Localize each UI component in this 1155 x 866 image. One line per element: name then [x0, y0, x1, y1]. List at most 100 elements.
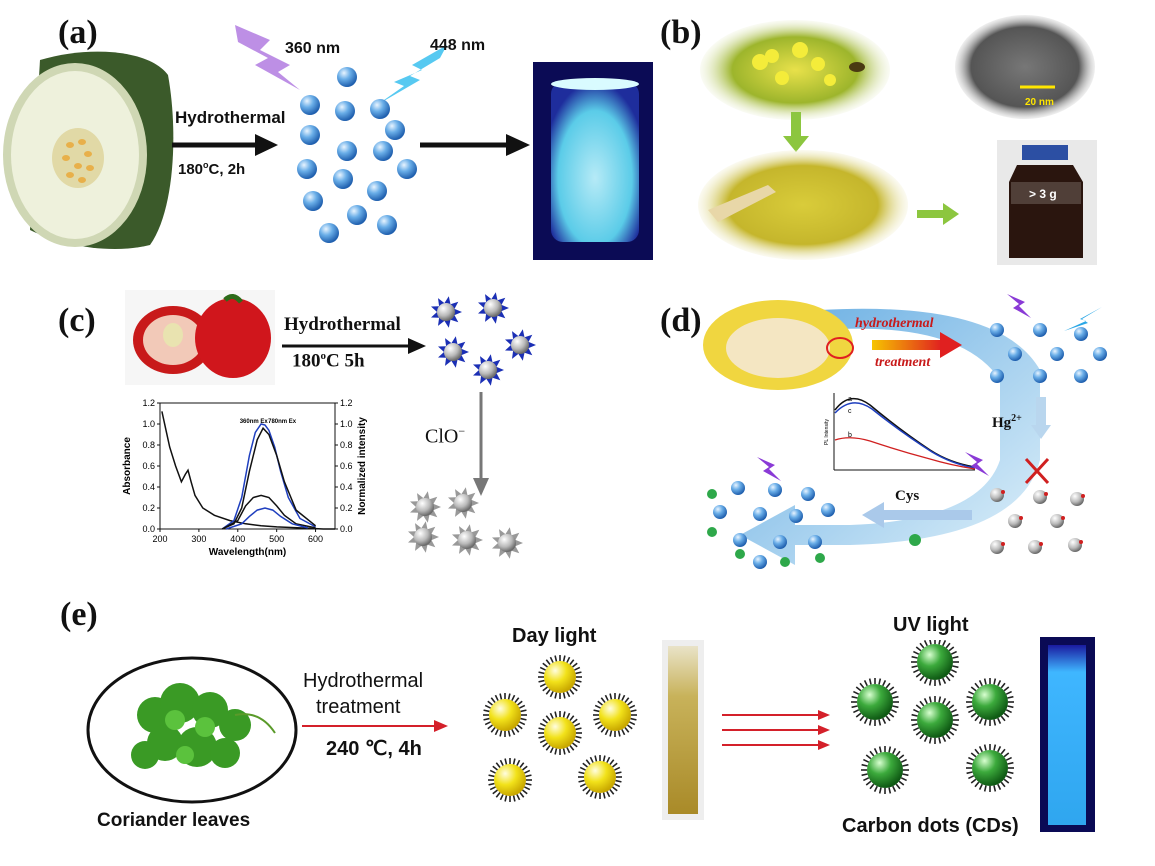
hydrothermal-label-d: hydrothermal [855, 316, 934, 331]
grey-spiky-dot [448, 487, 479, 519]
grey-spiky-dot [410, 491, 441, 523]
hypochlorite-label: ClO− [425, 424, 466, 448]
inset-ylabel: PL Intensity [824, 419, 830, 445]
cycle-arrow-background [703, 300, 1040, 565]
coriander-label: Coriander leaves [97, 810, 251, 831]
inset-curve-b: b [848, 432, 852, 439]
cys-arrow [862, 502, 972, 528]
y-right-tick-label: 0.4 [340, 482, 353, 492]
treatment-label-d: treatment [875, 355, 931, 370]
fluorescent-beaker-image [533, 62, 653, 260]
blue-spiky-dot [505, 329, 536, 361]
yellow-carbon-dot [488, 758, 532, 802]
green-carbon-dot [911, 696, 959, 744]
grey-arrow-down [473, 392, 489, 496]
quenched-dots-d [990, 488, 1085, 554]
carbon-dots-d-top [990, 323, 1107, 383]
absorbance-pl-chart: 200 300 400 500 600 0.0 0.2 0.4 0.6 0.8 1.0 1.2 0.0 0… [122, 398, 368, 558]
blue-spiky-dot [431, 296, 462, 328]
x-tick-label: 500 [269, 534, 284, 544]
inset-curve-c: c [848, 408, 852, 415]
coriander-leaves-image [86, 656, 298, 804]
uv-bolt-d1 [1007, 294, 1031, 318]
uv-light-label: UV light [893, 614, 969, 636]
green-carbon-dot [911, 640, 959, 686]
tem-image: 20 nm [955, 15, 1095, 119]
hydrothermal-arrow-d [872, 332, 962, 358]
carbon-dots-a [297, 67, 417, 243]
series-line-2 [221, 426, 317, 530]
green-carbon-dot [851, 678, 899, 726]
grey-spiky-dot [452, 524, 483, 556]
panel-b-label: (b) [660, 14, 702, 51]
panel-d-label: (d) [660, 302, 702, 339]
annotation-780nm: 780nm Ex [268, 419, 297, 425]
uv-bolt-d3 [757, 457, 781, 481]
quenched-dots-c [408, 487, 523, 559]
process-label-c: Hydrothermal [284, 314, 401, 335]
cuvette-day-image [662, 640, 704, 820]
x-tick-label: 200 [152, 534, 167, 544]
series-line-1 [221, 423, 316, 530]
cuvette-uv-image [1040, 637, 1095, 832]
y-right-tick-label: 1.2 [340, 398, 353, 408]
bee-pollen-image [698, 150, 908, 260]
bottle-label: > 3 g [1029, 187, 1057, 201]
series-line-0 [161, 411, 335, 530]
process-label-a: Hydrothermal [175, 108, 286, 127]
x-tick-label: 400 [230, 534, 245, 544]
reaction-arrow-a1 [172, 134, 278, 156]
tem-scale-bar-label: 20 nm [1025, 97, 1054, 108]
yellow-carbon-dot [538, 711, 582, 755]
y-tick-label: 1.2 [142, 398, 155, 408]
panel-e-label: (e) [60, 596, 98, 633]
reaction-arrow-e [302, 720, 448, 732]
yellow-carbon-dot [538, 655, 582, 699]
green-carbon-dot [861, 746, 909, 794]
reaction-arrow-a2 [420, 134, 530, 156]
inset-curve-a: a [848, 396, 852, 403]
hg-arrow-down [1031, 397, 1051, 439]
y-tick-label: 0.2 [142, 503, 155, 513]
y-tick-label: 0.8 [142, 440, 155, 450]
day-light-label: Day light [512, 625, 597, 647]
y-axis-label: Absorbance [122, 437, 133, 495]
y-right-tick-label: 0.2 [340, 503, 353, 513]
blue-spiky-dot [478, 292, 509, 324]
y-tick-label: 0.4 [142, 482, 155, 492]
reaction-arrow-c [282, 338, 426, 354]
carbon-dots-c [431, 292, 536, 386]
yellow-carbon-dots [483, 655, 637, 802]
cysteine-label: Cys [895, 488, 920, 504]
yellow-carbon-dot [593, 693, 637, 737]
yellow-carbon-dot [483, 693, 527, 737]
y-right-tick-label: 0.6 [340, 461, 353, 471]
blue-spiky-dot [438, 336, 469, 368]
x-tick-label: 300 [191, 534, 206, 544]
emission-icon [377, 45, 447, 105]
red-triple-arrows [722, 710, 830, 750]
panel-c-label: (c) [58, 302, 96, 339]
y-tick-label: 0.0 [142, 524, 155, 534]
uv-excitation-icon [235, 25, 300, 90]
series-line-3 [221, 494, 316, 530]
y-right-tick-label: 0.0 [340, 524, 353, 534]
series-line-4 [225, 507, 308, 530]
x-axis-label: Wavelength(nm) [209, 547, 286, 558]
annotation-360nm: 360nm Ex [240, 419, 269, 425]
carbon-dots-label: Carbon dots (CDs) [842, 815, 1019, 837]
y-tick-label: 1.0 [142, 419, 155, 429]
restored-dots-d [707, 481, 835, 569]
rapeseed-flower-image [700, 20, 890, 120]
uv-wavelength-label: 360 nm [285, 40, 341, 57]
x-tick-label: 600 [308, 534, 323, 544]
y-right-tick-label: 1.0 [340, 419, 353, 429]
condition-label-a: 180oC, 2h [178, 160, 246, 178]
condition-label-c: 180oC 5h [292, 350, 365, 372]
green-arrow-right [917, 203, 959, 225]
process-label-e2: treatment [316, 696, 401, 718]
y-right-tick-label: 0.8 [340, 440, 353, 450]
uv-bolt-d2 [965, 452, 989, 476]
cross-mark-icon [1024, 457, 1050, 485]
blue-spiky-dot [473, 354, 504, 386]
